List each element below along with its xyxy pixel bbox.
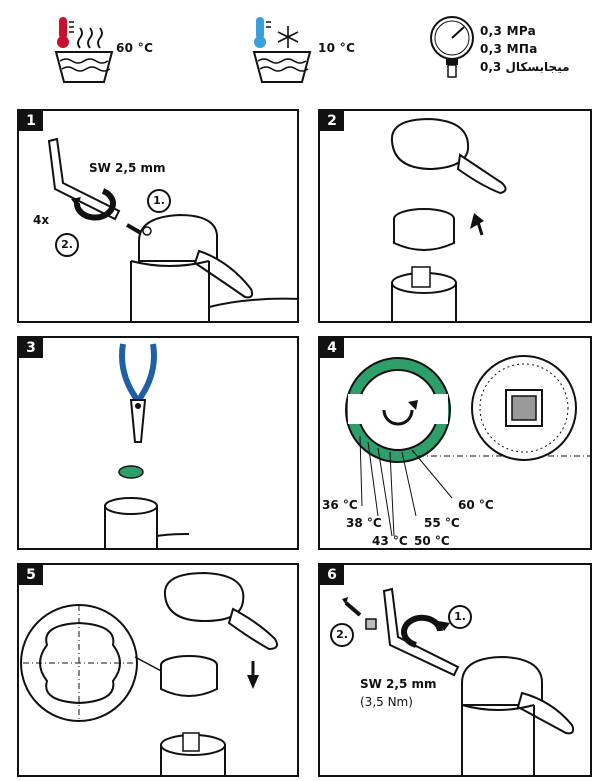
pliers-illustration (104, 343, 190, 548)
temperature-option: 38 °C (346, 516, 382, 530)
sub-step-badge: 1. (147, 189, 171, 213)
temperature-limiter-ring-illustration (345, 355, 590, 537)
step-5-panel: 5 (17, 563, 299, 777)
step-number: 6 (320, 565, 344, 585)
cold-temperature: 10 °C (318, 41, 356, 55)
step-number: 4 (320, 338, 344, 358)
tighten-screw-illustration (342, 587, 575, 775)
pressure-value: 0,3 ميجابسكال (480, 60, 570, 74)
step-number: 5 (19, 565, 43, 585)
sub-step-badge: 2. (55, 233, 79, 257)
reinsert-cartridge-illustration (20, 571, 278, 775)
sub-step-badge: 1. (448, 605, 472, 629)
pressure-gauge-icon (430, 16, 474, 78)
step-number: 2 (320, 111, 344, 131)
step-2-panel: 2 (318, 109, 592, 323)
sub-step-badge: 2. (330, 623, 354, 647)
step-4-panel: 4 36 °C 38 °C 43 °C 50 °C 55 °C 60 °C (318, 336, 592, 550)
repeat-count-label: 4x (33, 213, 50, 227)
temperature-option: 43 °C (372, 534, 408, 548)
cold-water-icon (252, 17, 312, 83)
pressure-value: 0,3 MPa (480, 24, 537, 38)
hot-temperature: 60 °C (116, 41, 154, 55)
step-number: 3 (19, 338, 43, 358)
hex-key-illustration (47, 137, 121, 221)
temperature-option: 50 °C (414, 534, 450, 548)
step-3-panel: 3 (17, 336, 299, 550)
hex-key-size-label: SW 2,5 mm (89, 161, 166, 175)
temperature-option: 36 °C (322, 498, 358, 512)
pressure-value: 0,3 МПа (480, 42, 538, 56)
step-6-panel: 6 1. 2. SW 2,5 mm (3,5 Nm) (318, 563, 592, 777)
temperature-option: 55 °C (424, 516, 460, 530)
temperature-option: 60 °C (458, 498, 494, 512)
step-1-panel: 1 SW 2,5 mm 4x 1. 2. (17, 109, 299, 323)
hex-key-size-label: SW 2,5 mm (360, 677, 437, 691)
torque-label: (3,5 Nm) (360, 695, 413, 709)
step-number: 1 (19, 111, 43, 131)
faucet-illustration (126, 213, 297, 321)
removed-handle-illustration (390, 117, 507, 321)
hot-water-icon (54, 17, 114, 83)
